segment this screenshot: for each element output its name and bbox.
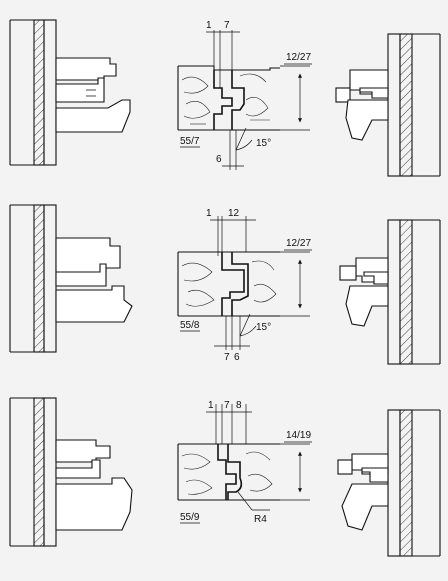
radius-label: R4 bbox=[254, 514, 267, 525]
joint-section-2: 1 12 7 6 12/27 15° 55/8 bbox=[177, 208, 312, 363]
cutter-left-3 bbox=[9, 397, 133, 547]
cutter-left-2 bbox=[9, 204, 133, 353]
dim-label: 6 bbox=[216, 154, 222, 165]
profile-code: 55/8 bbox=[180, 320, 200, 331]
dim-label: 7 bbox=[224, 352, 230, 363]
dim-label: 8 bbox=[236, 400, 242, 411]
dim-label: 7 bbox=[224, 400, 230, 411]
profile-code: 55/9 bbox=[180, 512, 200, 523]
row-2: 1 12 7 6 12/27 15° 55/8 bbox=[9, 204, 441, 365]
dim-label: 7 bbox=[224, 20, 230, 31]
row-3: 1 7 8 14/19 R4 55/9 bbox=[9, 397, 441, 557]
cutter-right-1 bbox=[335, 33, 441, 177]
dim-label: 12 bbox=[228, 208, 240, 219]
dim-label: 1 bbox=[206, 20, 212, 31]
cutter-right-3 bbox=[337, 409, 441, 557]
dim-label: 1 bbox=[208, 400, 214, 411]
profile-code: 55/7 bbox=[180, 136, 200, 147]
angle-label: 15° bbox=[256, 322, 271, 333]
angle-label: 15° bbox=[256, 138, 271, 149]
dim-label: 6 bbox=[234, 352, 240, 363]
joint-section-1: 1 7 6 12/27 15° 55/7 bbox=[177, 20, 312, 170]
thickness-range-label: 12/27 bbox=[286, 238, 311, 249]
joint-section-3: 1 7 8 14/19 R4 55/9 bbox=[177, 400, 312, 525]
dim-label: 1 bbox=[206, 208, 212, 219]
thickness-range-label: 14/19 bbox=[286, 430, 311, 441]
cutter-left-1 bbox=[9, 19, 131, 166]
cutter-right-2 bbox=[339, 219, 441, 365]
thickness-range-label: 12/27 bbox=[286, 52, 311, 63]
row-1: 1 7 6 12/27 15° 55/7 bbox=[9, 19, 441, 177]
